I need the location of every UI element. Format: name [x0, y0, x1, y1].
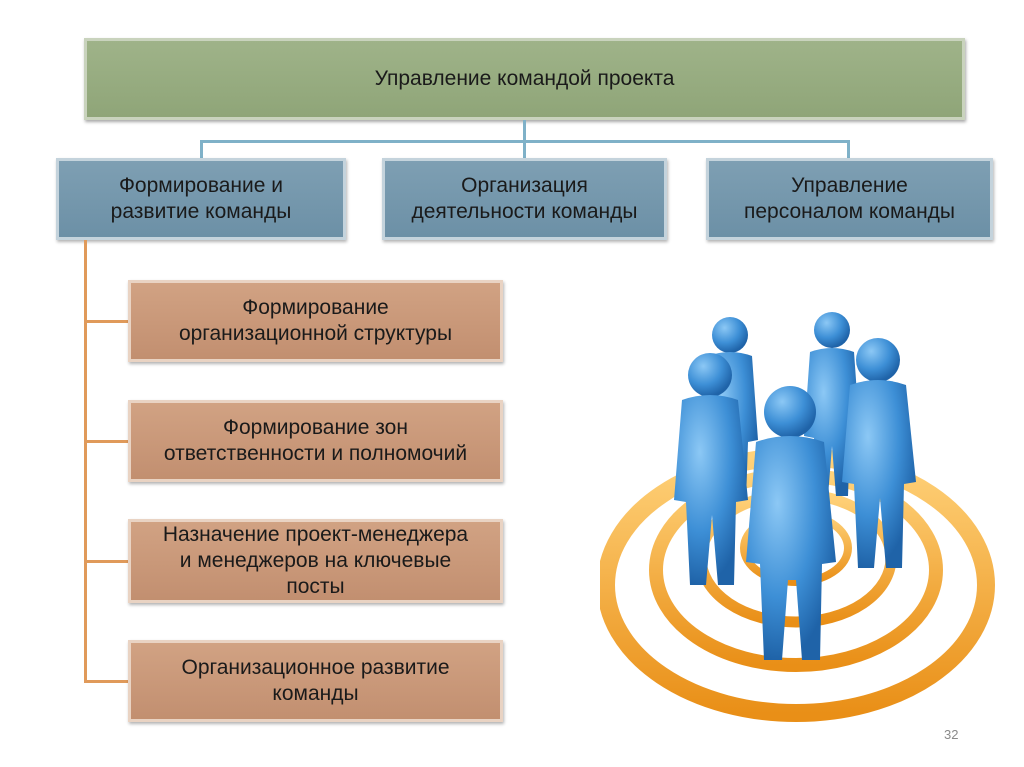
root-node: Управление командой проекта — [84, 38, 965, 120]
team-figures-illustration — [600, 312, 995, 722]
sub-item-responsibility: Формирование зон ответственности и полно… — [128, 400, 503, 482]
root-title: Управление командой проекта — [374, 67, 675, 90]
sub-item-line: Формирование — [242, 296, 389, 319]
person-figure-right — [842, 338, 916, 568]
sub-item-line: Формирование зон — [223, 416, 408, 439]
person-figure-front — [746, 386, 836, 660]
sub-item-org-development: Организационное развитие команды — [128, 640, 503, 722]
sub-item-line: команды — [272, 682, 359, 705]
connector-branch-4 — [84, 680, 130, 683]
node-label-line: Управление — [791, 174, 908, 197]
connector-branch-1 — [84, 320, 130, 323]
connector-branch-3 — [84, 560, 130, 563]
sub-item-org-structure: Формирование организационной структуры — [128, 280, 503, 362]
node-label-line: Формирование и — [118, 174, 283, 197]
page-number: 32 — [944, 727, 959, 742]
node-label-line: развитие команды — [110, 200, 292, 223]
sub-item-line: ответственности и полномочий — [163, 442, 468, 465]
connector-left-drop — [200, 140, 203, 160]
connector-vertical-branch — [84, 240, 87, 682]
node-label-line: деятельности команды — [411, 200, 638, 223]
sub-item-managers: Назначение проект-менеджера и менеджеров… — [128, 519, 503, 603]
connector-branch-2 — [84, 440, 130, 443]
node-team-activity: Организация деятельности команды — [382, 158, 667, 240]
sub-item-line: организационной структуры — [178, 322, 453, 345]
node-label-line: персоналом команды — [743, 200, 956, 223]
node-team-formation: Формирование и развитие команды — [56, 158, 346, 240]
sub-item-line: Назначение проект-менеджера — [162, 523, 469, 546]
sub-item-line: и менеджеров на ключевые — [179, 549, 452, 572]
node-label-line: Организация — [461, 174, 588, 197]
connector-center-drop — [523, 140, 526, 160]
connector-root-down — [523, 120, 526, 140]
node-staff-management: Управление персоналом команды — [706, 158, 993, 240]
person-figure-left — [674, 353, 748, 585]
connector-right-drop — [847, 140, 850, 160]
sub-item-line: посты — [286, 575, 345, 598]
sub-item-line: Организационное развитие — [181, 656, 450, 679]
